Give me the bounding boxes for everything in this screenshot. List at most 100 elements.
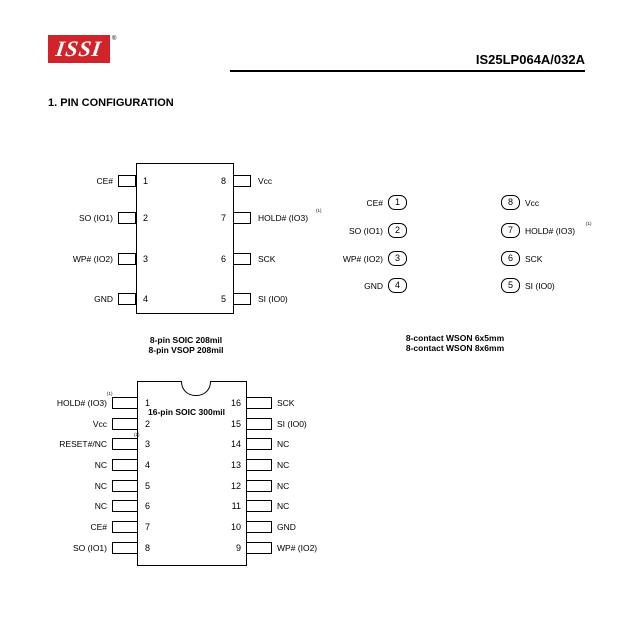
soic8-pin-box-right: [233, 253, 251, 265]
soic16-pin-label: RESET#/NC: [59, 439, 107, 449]
wson-pin-label: CE#: [366, 198, 383, 208]
soic16-pin-number: 12: [230, 481, 241, 491]
soic8-pin-label: SCK: [258, 254, 276, 264]
soic8-caption-line2: 8-pin VSOP 208mil: [148, 345, 224, 355]
soic8-package-body: [136, 163, 234, 314]
soic16-package-body: [137, 381, 247, 566]
soic16-pin-box-left: [112, 500, 138, 512]
soic16-pin-label: NC: [277, 439, 290, 449]
wson-pin-label: HOLD# (IO3): [525, 226, 576, 236]
soic8-pin-label: CE#: [96, 176, 113, 186]
soic8-pin-box-left: [118, 212, 136, 224]
soic16-pin-box-left: [112, 418, 138, 430]
soic8-pin-label: Vcc: [258, 176, 273, 186]
soic8-pin-box-right: [233, 293, 251, 305]
section-title: 1. PIN CONFIGURATION: [48, 97, 174, 109]
soic8-pin-number: 7: [221, 213, 227, 223]
logo-text: ISSI: [54, 36, 104, 61]
soic8-pin-number: 2: [143, 213, 149, 223]
soic16-pin-label: SI (IO0): [277, 419, 307, 429]
wson-pin-label: WP# (IO2): [342, 254, 383, 264]
soic16-pin-number: 14: [230, 439, 241, 449]
soic16-title: 16-pin SOIC 300mil: [148, 407, 225, 417]
soic8-pin-label: GND: [94, 294, 113, 304]
soic16-pin-label: NC: [94, 460, 107, 470]
wson-pin-right: 6: [501, 251, 520, 266]
soic16-pin-box-right: [246, 438, 272, 450]
wson-pin-label: SI (IO0): [525, 281, 555, 291]
wson-pin-left: 2: [388, 223, 407, 238]
soic16-pin-number: 5: [145, 481, 151, 491]
part-number: IS25LP064A/032A: [475, 52, 585, 67]
wson-caption: 8-contact WSON 6x5mm 8-contact WSON 8x6m…: [375, 333, 535, 353]
soic8-pin-number: 6: [221, 254, 227, 264]
wson-footnote-ref: (1): [586, 221, 592, 226]
soic8-pin-box-right: [233, 175, 251, 187]
soic8-pin-number: 4: [143, 294, 149, 304]
soic16-pin-number: 16: [230, 398, 241, 408]
soic16-pin-box-right: [246, 418, 272, 430]
wson-pin-label: SCK: [525, 254, 543, 264]
soic8-pin-box-left: [118, 175, 136, 187]
soic16-pin-box-right: [246, 500, 272, 512]
soic16-pin-box-right: [246, 459, 272, 471]
soic8-pin-number: 1: [143, 176, 149, 186]
wson-pin-right: 5: [501, 278, 520, 293]
soic8-caption-line1: 8-pin SOIC 208mil: [149, 335, 223, 345]
soic16-pin-number: 15: [230, 419, 241, 429]
wson-pin-label: SO (IO1): [348, 226, 383, 236]
soic16-pin-label: WP# (IO2): [277, 543, 318, 553]
wson-pin-label: GND: [364, 281, 383, 291]
wson-pin-left: 3: [388, 251, 407, 266]
soic8-pin-label: SO (IO1): [78, 213, 113, 223]
soic16-pin-label: SO (IO1): [72, 543, 107, 553]
soic8-pin-box-right: [233, 212, 251, 224]
soic16-pin-number: 6: [145, 501, 151, 511]
soic16-pin-number: 11: [231, 501, 241, 511]
wson-caption-line1: 8-contact WSON 6x5mm: [405, 333, 505, 343]
soic8-pin-label: WP# (IO2): [72, 254, 113, 264]
soic16-pin-label: SCK: [277, 398, 295, 408]
soic16-pin-box-left: [112, 521, 138, 533]
soic16-pin-box-right: [246, 397, 272, 409]
soic16-pin-box-left: [112, 542, 138, 554]
soic16-pin-box-right: [246, 521, 272, 533]
soic16-pin-number: 3: [145, 439, 151, 449]
soic16-pin-box-right: [246, 480, 272, 492]
soic16-pin-label: NC: [277, 501, 290, 511]
soic16-pin-box-left: [112, 438, 138, 450]
soic16-pin-number: 8: [145, 543, 151, 553]
wson-caption-line2: 8-contact WSON 8x6mm: [405, 343, 505, 353]
soic16-pin-number: 9: [235, 543, 241, 553]
soic16-pin-label: NC: [277, 481, 290, 491]
soic16-pin-number: 13: [230, 460, 241, 470]
soic8-pin-box-left: [118, 293, 136, 305]
wson-pin-label: Vcc: [525, 198, 540, 208]
soic16-pin-number: 10: [230, 522, 241, 532]
soic16-pin-number: 4: [145, 460, 151, 470]
soic16-pin-box-left: [112, 459, 138, 471]
soic8-pin-number: 8: [221, 176, 227, 186]
soic8-pin-box-left: [118, 253, 136, 265]
header-rule: [230, 70, 585, 72]
issi-logo: ISSI: [48, 35, 110, 63]
soic16-pin-number: 7: [145, 522, 151, 532]
soic8-pin-label: HOLD# (IO3): [258, 213, 309, 223]
soic16-pin-label: NC: [94, 501, 107, 511]
soic16-pin-box-left: [112, 480, 138, 492]
soic16-pin-label: NC: [277, 460, 290, 470]
soic16-footnote-ref: (1): [107, 391, 113, 396]
soic16-pin-number: 1: [145, 398, 151, 408]
soic16-pin-number: 2: [145, 419, 151, 429]
wson-pin-right: 7: [501, 223, 520, 238]
soic16-pin-label: Vcc: [92, 419, 107, 429]
wson-package-body: [386, 190, 524, 295]
soic16-pin-label: GND: [277, 522, 296, 532]
wson-pin-right: 8: [501, 195, 520, 210]
soic8-footnote-ref: (1): [316, 208, 322, 213]
soic8-pin-label: SI (IO0): [258, 294, 288, 304]
soic8-caption: 8-pin SOIC 208mil 8-pin VSOP 208mil: [116, 335, 256, 355]
soic8-pin-number: 3: [143, 254, 149, 264]
soic16-pin-box-left: [112, 397, 138, 409]
soic16-pin-label: HOLD# (IO3): [56, 398, 107, 408]
